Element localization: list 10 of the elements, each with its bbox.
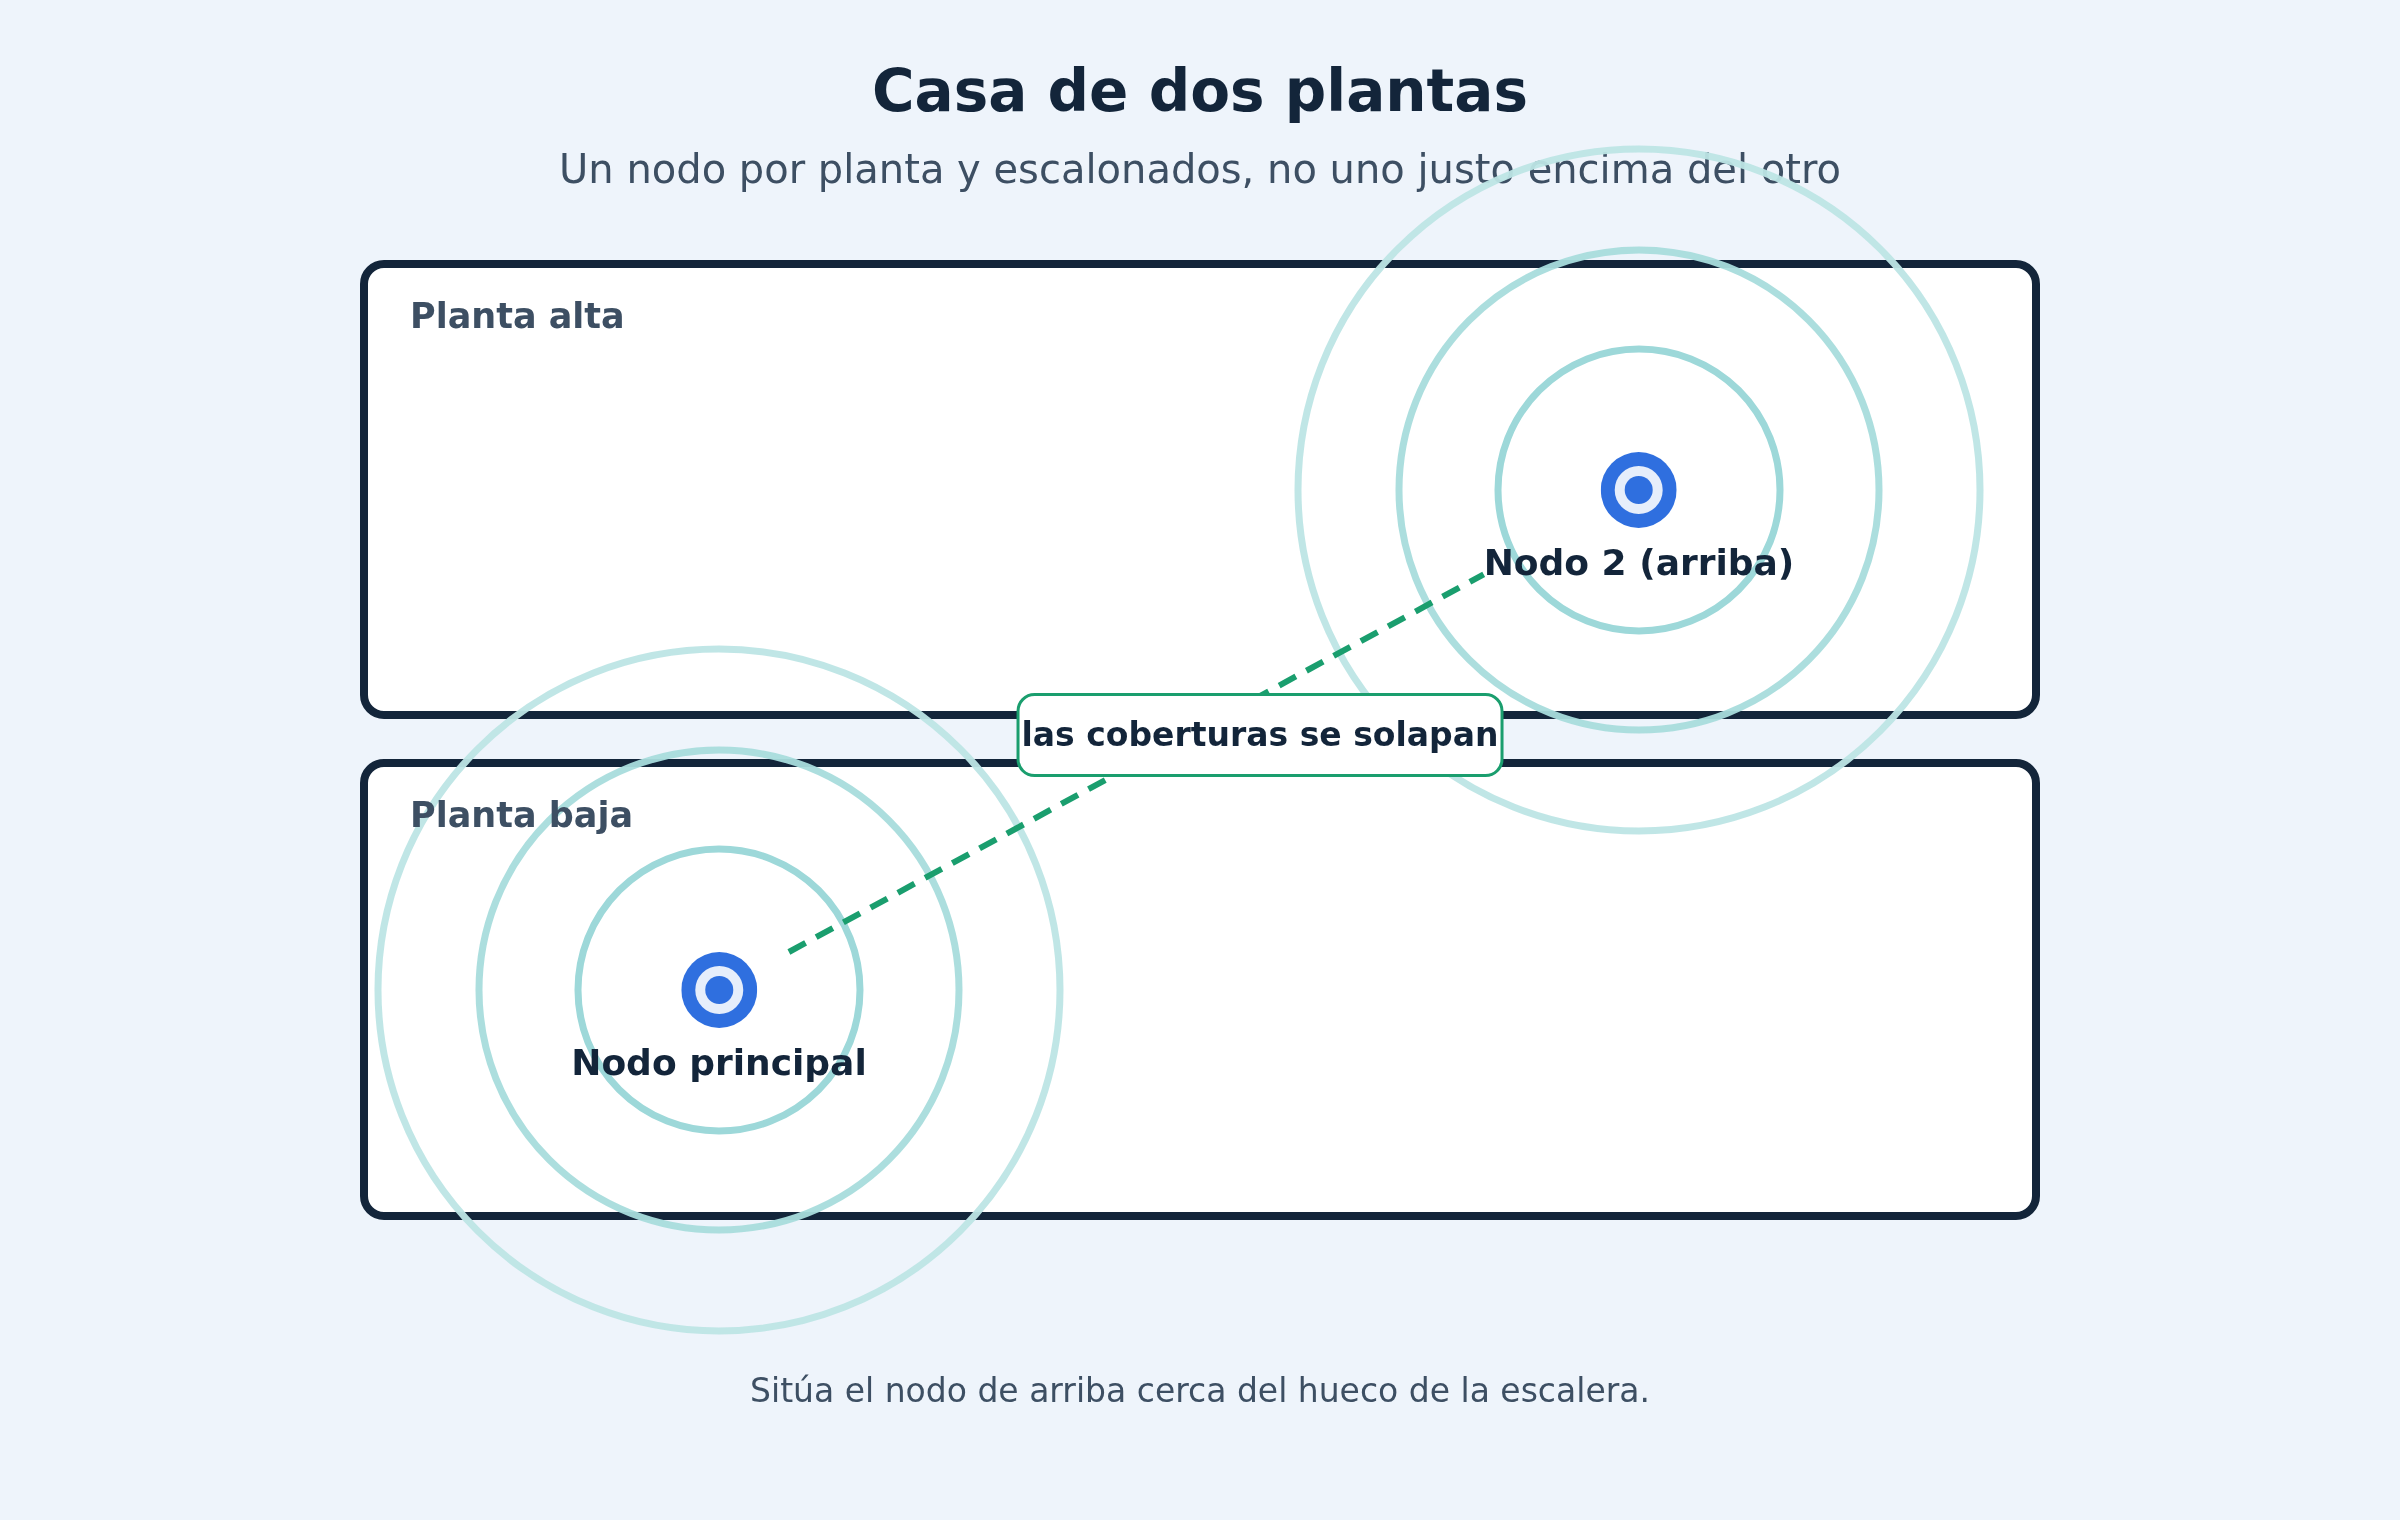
node-label: Nodo principal bbox=[571, 1042, 867, 1084]
floor-label: Planta alta bbox=[410, 296, 625, 337]
caption: Sitúa el nodo de arriba cerca del hueco de la escalera. bbox=[750, 1372, 1650, 1410]
floor-label: Planta baja bbox=[410, 795, 633, 836]
subtitle: Un nodo por planta y escalonados, no uno justo encima del otro bbox=[559, 146, 1841, 192]
floor-panel bbox=[360, 260, 2040, 719]
title: Casa de dos plantas bbox=[872, 58, 1528, 125]
edge-label: las coberturas se solapan bbox=[1016, 693, 1504, 777]
floor-panel bbox=[360, 759, 2040, 1220]
node-label: Nodo 2 (arriba) bbox=[1483, 542, 1795, 584]
